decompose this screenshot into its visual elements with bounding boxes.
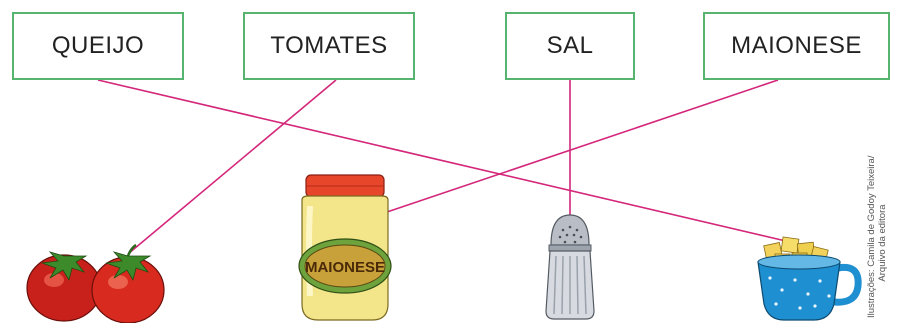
word-box-queijo[interactable]: QUEIJO	[12, 12, 184, 80]
line-tomates-to-tomatoes	[127, 79, 337, 255]
cheese-cup-image[interactable]	[757, 236, 862, 321]
mayonnaise-jar-image[interactable]: MAIONESE	[298, 174, 392, 321]
line-maionese-to-jar	[386, 79, 779, 213]
line-queijo-to-cheese	[97, 79, 791, 243]
credit-line-2: Arquivo da editora	[877, 204, 888, 282]
tomatoes-image[interactable]	[26, 243, 165, 323]
word-box-maionese[interactable]: MAIONESE	[703, 12, 890, 80]
credit-line-1: Ilustrações: Camila de Godoy Teixeira/	[866, 155, 877, 318]
connector-lines	[97, 79, 791, 255]
word-box-sal[interactable]: SAL	[505, 12, 635, 80]
salt-shaker-image[interactable]	[545, 214, 595, 320]
jar-label-text: MAIONESE	[305, 259, 385, 276]
word-box-tomates[interactable]: TOMATES	[243, 12, 415, 80]
